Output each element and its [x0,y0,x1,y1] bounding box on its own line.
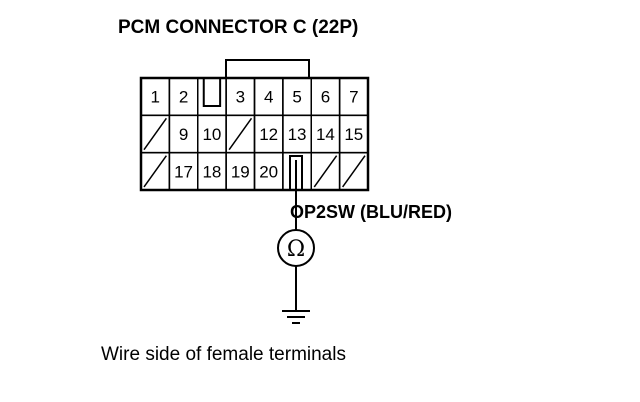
connector-cell [197,77,227,117]
pin-number: 1 [150,88,159,107]
connector-key-notch [202,78,222,107]
pin-number: 13 [288,125,307,144]
pin-number: 7 [349,88,358,107]
ohm-icon: Ω [287,237,305,262]
empty-cavity-mark [143,155,167,188]
pin-number: 15 [344,125,363,144]
caption: Wire side of female terminals [101,344,346,365]
pin-number: 14 [316,125,335,144]
pin-number: 9 [179,125,188,144]
empty-cavity-mark [342,155,366,188]
probe-tip [289,155,303,190]
pin-number: 3 [236,88,245,107]
connector-cell [338,151,369,191]
pin-number: 20 [259,162,278,181]
empty-cavity-mark [143,117,167,151]
pin-number: 18 [202,162,221,181]
pin-number: 12 [259,125,278,144]
pin-number: 4 [264,88,273,107]
pin-number: 5 [292,88,301,107]
wire-label: OP2SW (BLU/RED) [290,202,452,222]
pin-number: 10 [202,125,221,144]
pin-number: 17 [174,162,193,181]
pin-number: 19 [231,162,250,181]
connector-lock-tab [225,59,310,78]
empty-cavity-mark [313,155,338,188]
pin-number: 2 [179,88,188,107]
connector-cell [282,151,312,191]
connector-title: PCM CONNECTOR C (22P) [118,17,358,38]
pin-number: 6 [321,88,330,107]
empty-cavity-mark [228,117,253,151]
ground-icon [282,310,310,324]
